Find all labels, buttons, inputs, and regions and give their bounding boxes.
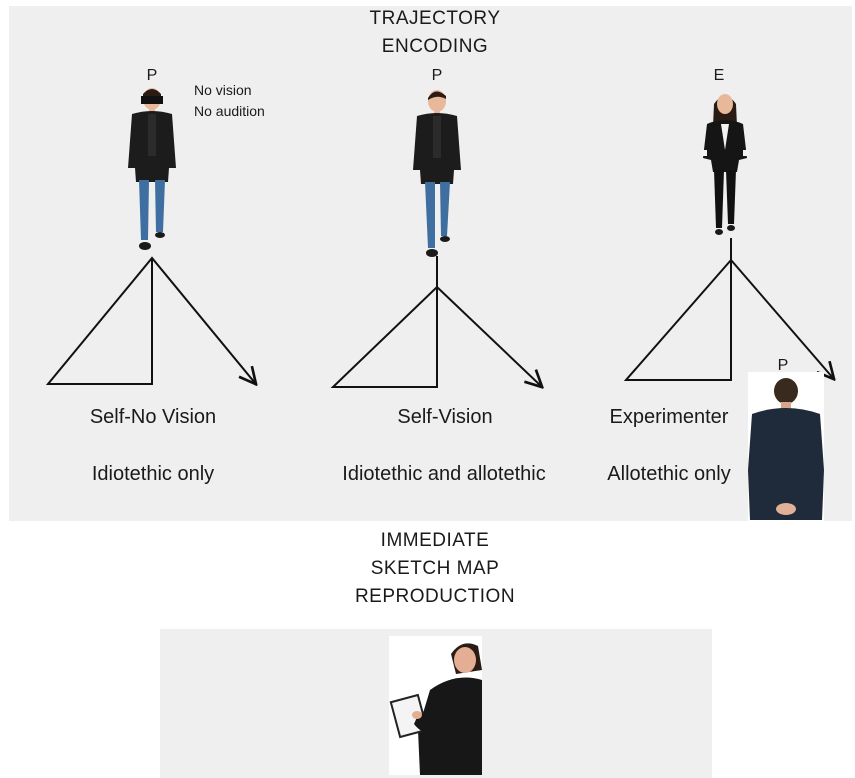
- reproduction-title-line-3: REPRODUCTION: [354, 586, 516, 607]
- woman-walking-figure: [701, 94, 749, 235]
- observer-label: P: [777, 357, 789, 374]
- encoding-title-line-1: TRAJECTORY: [369, 8, 501, 29]
- man-walking-figure: [413, 90, 461, 257]
- cue-label-1: Idiotethic only: [91, 463, 215, 485]
- trajectory-path-2: [330, 256, 541, 387]
- walker-label-1: P: [146, 67, 158, 84]
- trajectory-path-3: [623, 238, 833, 380]
- condition-label-1: Self-No Vision: [89, 406, 217, 428]
- trajectory-path-1: [45, 256, 255, 384]
- cue-label-2: Idiotethic and allotethic: [342, 463, 546, 485]
- drawing-man-figure: [389, 636, 482, 775]
- reproduction-title-line-1: IMMEDIATE: [380, 530, 490, 551]
- walker-label-3: E: [713, 67, 725, 84]
- note-no-vision: No vision: [194, 82, 252, 98]
- walker-label-2: P: [431, 67, 443, 84]
- condition-label-3: Experimenter: [609, 406, 729, 428]
- blindfold-icon: [141, 96, 163, 104]
- encoding-title-line-2: ENCODING: [381, 36, 489, 57]
- observer-man-figure: [748, 372, 824, 522]
- reproduction-title-line-2: SKETCH MAP: [370, 558, 500, 579]
- blindfolded-man-figure: [128, 88, 176, 250]
- note-no-audition: No audition: [194, 103, 265, 119]
- cue-label-3: Allotethic only: [607, 463, 731, 485]
- condition-label-2: Self-Vision: [397, 406, 493, 428]
